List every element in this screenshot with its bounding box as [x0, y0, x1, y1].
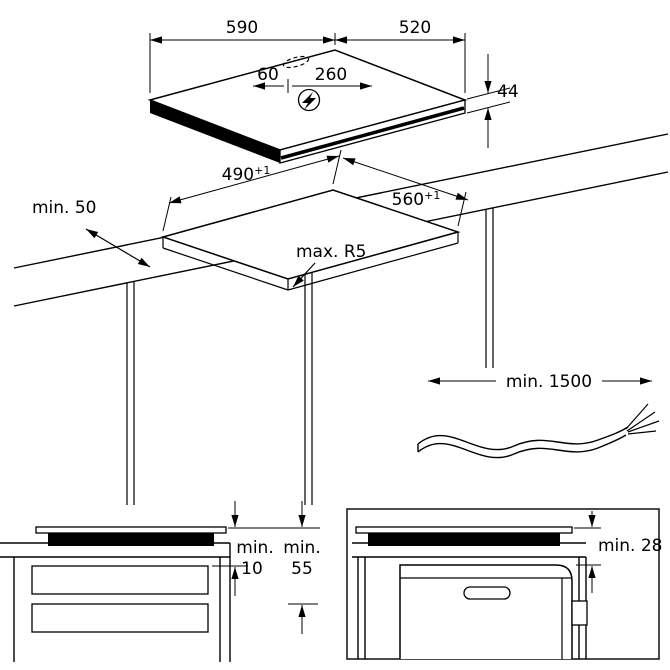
oven-handle [463, 586, 511, 600]
hob-glass-side-2 [355, 526, 573, 534]
front-clearance-arrow [85, 228, 151, 268]
drawer-lower [31, 603, 209, 633]
hob-height-dim: 44 [497, 82, 519, 102]
corner-radius-arrow [292, 262, 316, 288]
worktop-perspective [13, 133, 669, 505]
cutout-depth-dim-line [342, 157, 469, 201]
drawer-gap-dim-value: 10 [241, 559, 263, 579]
cable-length-dim: min. 1500 [506, 372, 592, 392]
corner-radius-note: max. R5 [296, 242, 366, 262]
worktop-clearance-dim-label: min. [283, 538, 320, 558]
worktop-clearance-dim-value: 55 [291, 559, 313, 579]
cable-offset-right-dim: 260 [315, 65, 347, 85]
cutout-width-dim-line [168, 155, 340, 204]
worktop-cutout-view: 490+1 560+1 min. 50 max. R5 [32, 149, 469, 291]
drawer-gap-dim-label: min. [236, 538, 273, 558]
hob-width-dim: 590 [226, 18, 258, 38]
oven-body [399, 564, 573, 659]
hob-depth-dim: 520 [399, 18, 431, 38]
oven-installation-view: min. 28 [346, 508, 663, 660]
cable-curve [417, 426, 629, 451]
drawer-upper [31, 565, 209, 595]
lightning-bolt-icon [302, 92, 316, 110]
oven-clearance-dim: min. 28 [598, 536, 663, 556]
hob-body-side-2 [368, 533, 560, 546]
oven-side-bracket [571, 600, 588, 626]
hob-left-edge [150, 100, 280, 163]
power-cable-view: min. 1500 [417, 372, 660, 459]
drawer-installation-view: min. 10 min. 55 [0, 501, 321, 662]
cable-offset-left-dim: 60 [257, 65, 279, 85]
cutout-depth-dim: 560+1 [392, 189, 441, 210]
hob-top-view: 590 520 60 260 44 [147, 18, 519, 164]
cutout-width-dim: 490+1 [222, 164, 271, 185]
hob-body-side [48, 533, 214, 546]
cable-wire-ends [625, 403, 660, 435]
hob-glass-side [35, 526, 227, 534]
cable-entry-outline [282, 55, 310, 69]
front-clearance-dim: min. 50 [32, 198, 97, 218]
